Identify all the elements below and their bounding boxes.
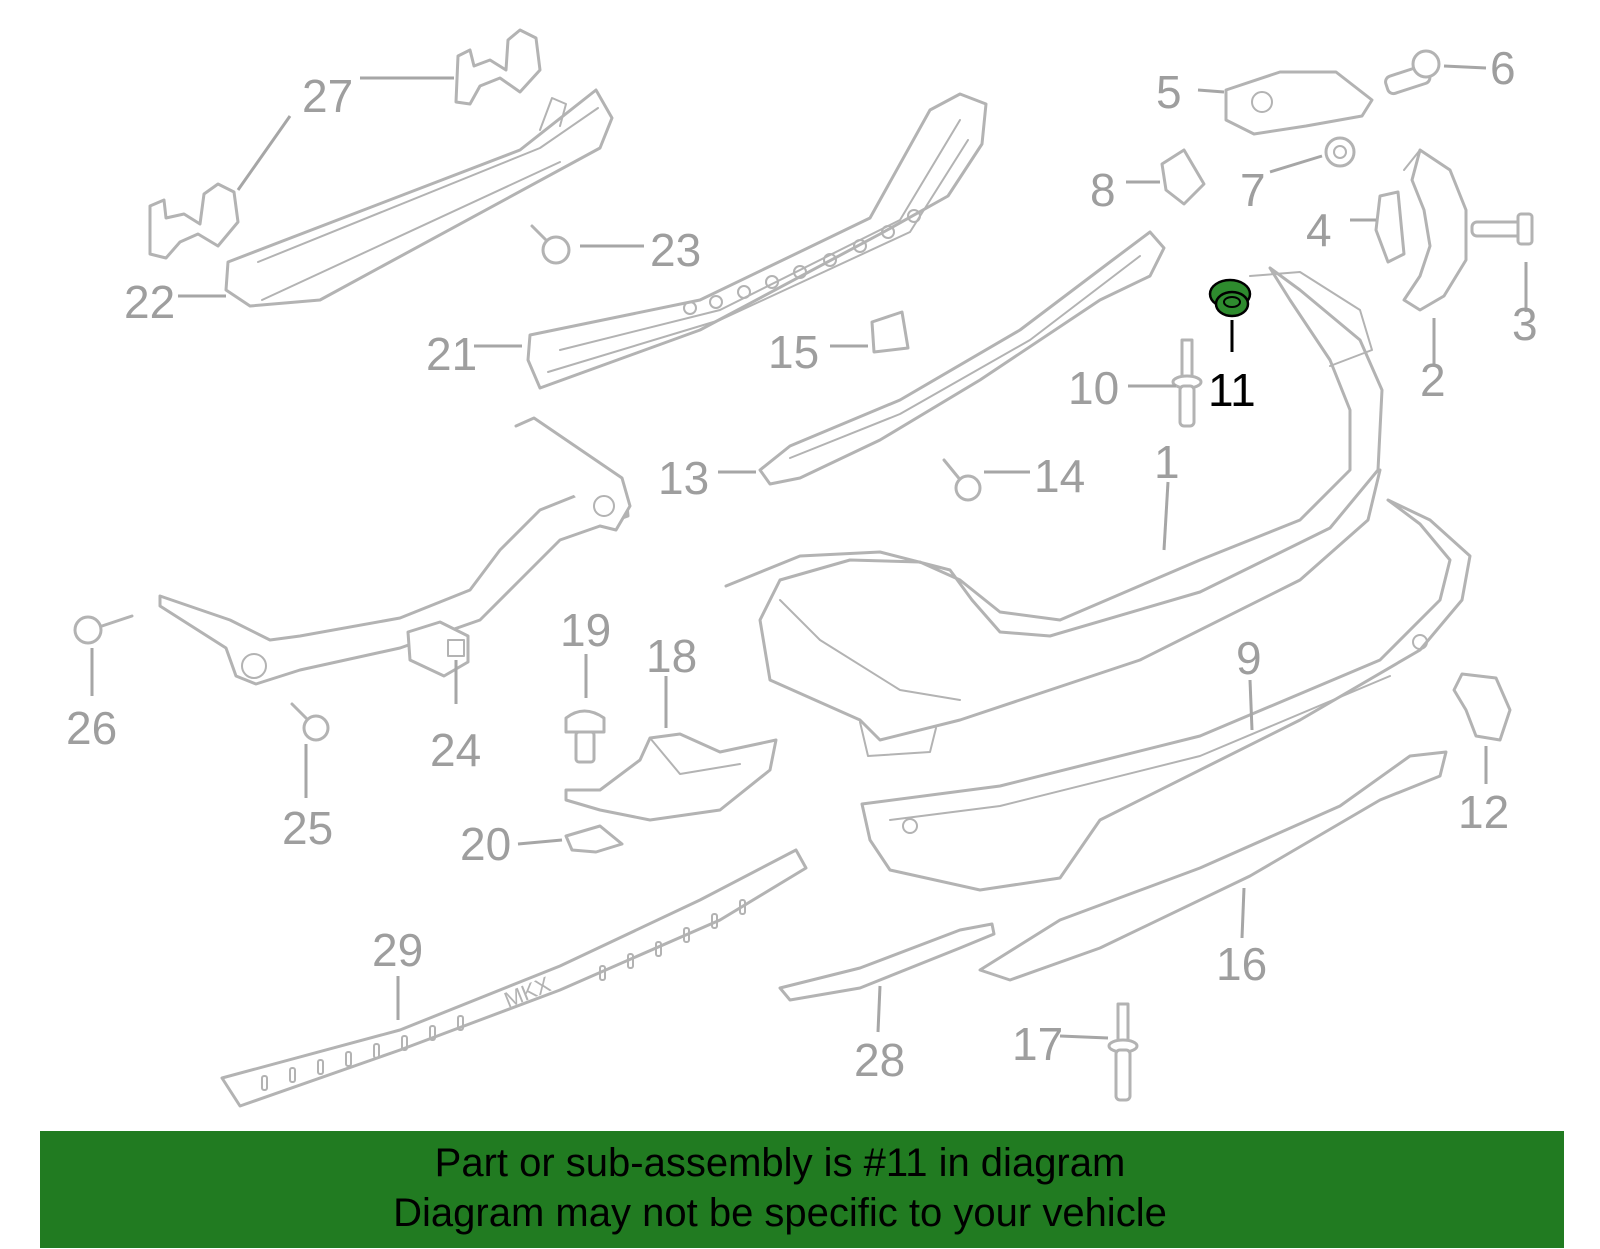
callout-12: 12 — [1458, 786, 1509, 838]
part-20-clip — [564, 824, 624, 854]
part-4-plate — [1374, 190, 1406, 264]
step-pad-badge: MKX — [501, 971, 555, 1012]
part-23-bolt — [530, 224, 571, 265]
callout-19: 19 — [560, 604, 611, 656]
part-26-bolt — [73, 614, 134, 645]
callout-10: 10 — [1068, 362, 1119, 414]
callout-29: 29 — [372, 924, 423, 976]
callout-15: 15 — [768, 326, 819, 378]
part-12-plate — [1452, 672, 1512, 742]
callout-14: 14 — [1034, 450, 1085, 502]
callout-1: 1 — [1154, 436, 1180, 488]
part-17-pin — [1107, 1002, 1139, 1102]
part-15-plate — [870, 310, 910, 354]
part-29-step-pad: MKX — [220, 848, 808, 1108]
callout-17: 17 — [1012, 1018, 1063, 1070]
part-5-bracket — [1224, 70, 1374, 136]
banner-line-2: Diagram may not be specific to your vehi… — [393, 1191, 1167, 1235]
callout-11: 11 — [1208, 364, 1256, 416]
callout-5: 5 — [1156, 66, 1182, 118]
part-7-nut — [1324, 136, 1356, 168]
info-banner: Part or sub-assembly is #11 in diagram D… — [40, 1131, 1564, 1248]
part-16-trim — [978, 750, 1448, 982]
part-14-bolt — [942, 458, 982, 502]
part-19-bolt — [564, 709, 606, 764]
callout-21: 21 — [426, 328, 477, 380]
part-10-pin — [1171, 338, 1203, 428]
callout-25: 25 — [282, 802, 333, 854]
step-pad-slots — [261, 899, 746, 1091]
part-13-bracket — [758, 230, 1166, 486]
leader-lines — [90, 64, 1528, 1040]
part-2-bracket — [1402, 148, 1468, 312]
part-8-plate — [1160, 148, 1206, 206]
absorber-holes — [683, 209, 921, 315]
part-24-hitch — [158, 416, 632, 686]
callout-23: 23 — [650, 224, 701, 276]
callout-24: 24 — [430, 724, 481, 776]
callout-28: 28 — [854, 1034, 905, 1086]
part-18-bracket — [564, 732, 778, 822]
callout-13: 13 — [658, 452, 709, 504]
callout-18: 18 — [646, 630, 697, 682]
callout-labels: 1 2 3 4 5 6 7 8 9 10 11 12 13 14 15 16 1… — [66, 42, 1538, 1086]
callout-22: 22 — [124, 276, 175, 328]
callout-26: 26 — [66, 702, 117, 754]
callout-6: 6 — [1490, 42, 1516, 94]
callout-27: 27 — [302, 70, 353, 122]
callout-7: 7 — [1240, 164, 1266, 216]
banner-line-1: Part or sub-assembly is #11 in diagram — [434, 1141, 1126, 1185]
part-9-valance — [860, 498, 1472, 892]
part-27-brackets — [148, 28, 542, 260]
part-21-absorber — [526, 92, 988, 390]
part-1-bumper-cover — [724, 266, 1384, 757]
part-25-bolt — [290, 702, 330, 742]
part-3-bolt — [1470, 212, 1534, 246]
callout-9: 9 — [1236, 632, 1262, 684]
part-28-trim — [778, 922, 996, 1002]
part-22-reinforcement — [224, 88, 614, 308]
callout-2: 2 — [1420, 354, 1446, 406]
callout-3: 3 — [1512, 298, 1538, 350]
part-6-bolt — [1384, 49, 1441, 96]
callout-8: 8 — [1090, 164, 1116, 216]
callout-16: 16 — [1216, 938, 1267, 990]
part-11-highlighted — [1208, 278, 1252, 318]
callout-4: 4 — [1306, 204, 1332, 256]
callout-20: 20 — [460, 818, 511, 870]
